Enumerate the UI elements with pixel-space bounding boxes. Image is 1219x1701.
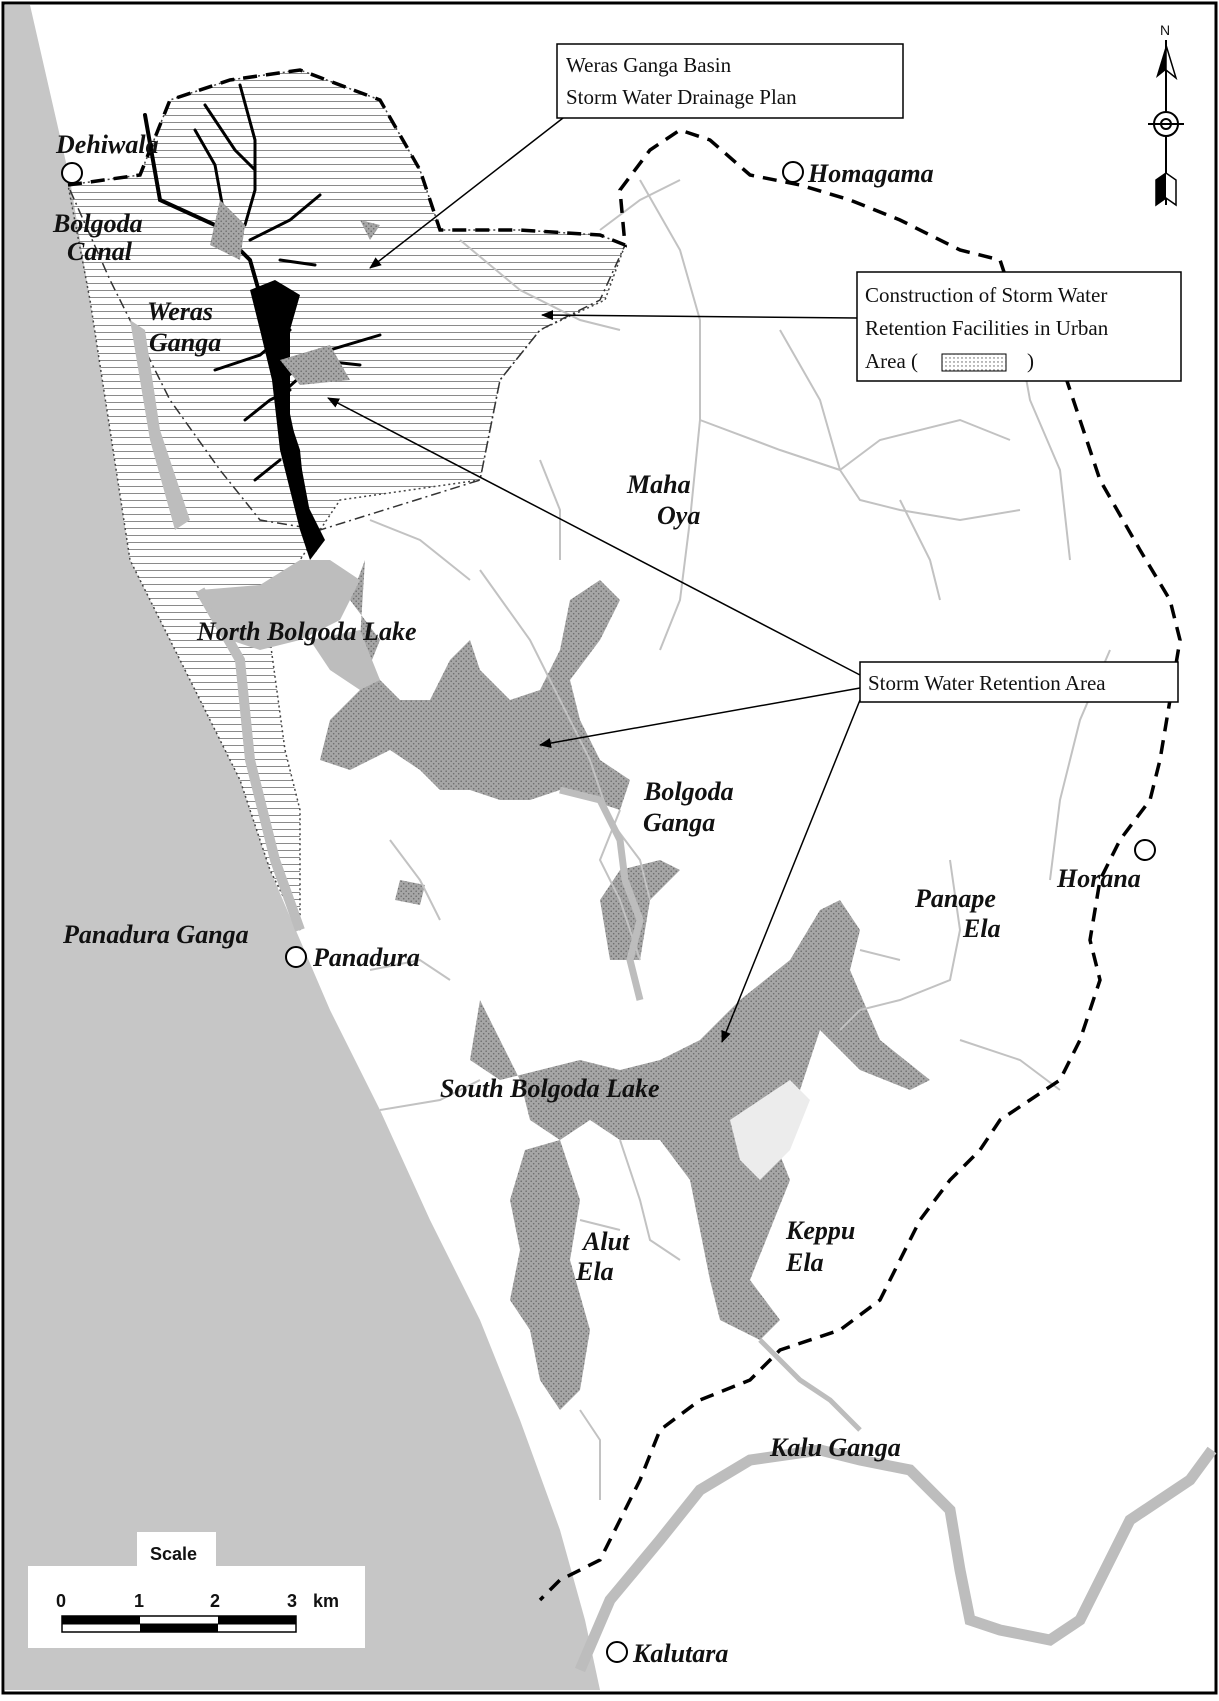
label-keppu-1: Keppu bbox=[785, 1216, 855, 1245]
callout-facilities-line2: Retention Facilities in Urban bbox=[865, 316, 1109, 340]
callout-facilities-line3-pre: Area ( bbox=[865, 349, 918, 373]
label-weras-2: Ganga bbox=[149, 328, 221, 357]
coastal-lagoon bbox=[130, 320, 190, 530]
north-lake-body bbox=[310, 630, 380, 690]
label-panadura: Panadura bbox=[312, 943, 420, 972]
coastal-channel bbox=[195, 587, 305, 932]
label-weras-1: Weras bbox=[147, 297, 213, 326]
label-bolgoda-ganga-2: Ganga bbox=[643, 808, 715, 837]
kalutara-marker bbox=[606, 1641, 628, 1663]
label-bolgoda-ganga-1: Bolgoda bbox=[643, 777, 734, 806]
scale-tick-2: 2 bbox=[210, 1591, 220, 1611]
label-north-bolgoda-lake: North Bolgoda Lake bbox=[196, 617, 417, 646]
bolgoda-ganga-stream bbox=[559, 786, 644, 1001]
callout-basin: Weras Ganga Basin Storm Water Drainage P… bbox=[556, 43, 904, 119]
callout-arrows bbox=[327, 117, 861, 1043]
homagama-marker bbox=[782, 161, 804, 183]
place-labels: Dehiwala Homagama Bolgoda Canal Weras Ga… bbox=[52, 130, 1141, 1668]
callout-retention: Storm Water Retention Area bbox=[859, 661, 1179, 703]
scale-tick-0: 0 bbox=[56, 1591, 66, 1611]
label-bolgoda-canal-1: Bolgoda bbox=[52, 209, 143, 238]
scale-bar: Scale 0 1 2 3 km bbox=[28, 1532, 365, 1648]
callout-facilities-line3-post: ) bbox=[1027, 349, 1034, 373]
label-south-bolgoda-lake: South Bolgoda Lake bbox=[440, 1074, 660, 1103]
retention-areas bbox=[210, 200, 930, 1410]
kalu-ganga-river bbox=[574, 1444, 1217, 1673]
callout-retention-text: Storm Water Retention Area bbox=[868, 671, 1106, 695]
callout-basin-line2: Storm Water Drainage Plan bbox=[566, 85, 797, 109]
scale-unit: km bbox=[313, 1591, 339, 1611]
south-lake-water bbox=[730, 1080, 810, 1180]
label-panape-2: Ela bbox=[962, 914, 1001, 943]
callout-facilities-line1: Construction of Storm Water bbox=[865, 283, 1107, 307]
label-bolgoda-canal-2: Canal bbox=[67, 237, 133, 266]
north-arrow: N bbox=[1148, 22, 1184, 207]
dotted-legend-swatch bbox=[941, 353, 1007, 372]
scale-title: Scale bbox=[150, 1544, 197, 1564]
label-dehiwala: Dehiwala bbox=[55, 130, 159, 159]
label-kalutara: Kalutara bbox=[632, 1639, 728, 1668]
town-markers bbox=[61, 161, 1156, 1663]
label-maha-2: Oya bbox=[657, 501, 700, 530]
north-label: N bbox=[1160, 22, 1170, 38]
callout-basin-line1: Weras Ganga Basin bbox=[566, 53, 732, 77]
weras-main-channel bbox=[250, 280, 325, 560]
label-panape-1: Panape bbox=[914, 884, 996, 913]
dehiwala-marker bbox=[61, 162, 83, 184]
label-horana: Horana bbox=[1056, 864, 1141, 893]
sea-area bbox=[5, 5, 600, 1690]
label-alut-2: Ela bbox=[575, 1257, 614, 1286]
weras-basin-hatched bbox=[67, 69, 626, 931]
north-lake-water bbox=[200, 560, 360, 650]
bolgoda-basin-boundary bbox=[67, 68, 1182, 1602]
callout-facilities: Construction of Storm Water Retention Fa… bbox=[856, 271, 1182, 382]
scale-tick-1: 1 bbox=[134, 1591, 144, 1611]
label-alut-1: Alut bbox=[581, 1227, 630, 1256]
label-panadura-ganga: Panadura Ganga bbox=[62, 920, 249, 949]
horana-marker bbox=[1134, 839, 1156, 861]
label-homagama: Homagama bbox=[807, 159, 934, 188]
label-kalu-ganga: Kalu Ganga bbox=[769, 1433, 901, 1462]
scale-tick-3: 3 bbox=[287, 1591, 297, 1611]
label-keppu-2: Ela bbox=[785, 1248, 824, 1277]
kalu-ganga-branch bbox=[758, 1338, 862, 1432]
label-maha-1: Maha bbox=[626, 470, 691, 499]
panadura-marker bbox=[285, 946, 307, 968]
